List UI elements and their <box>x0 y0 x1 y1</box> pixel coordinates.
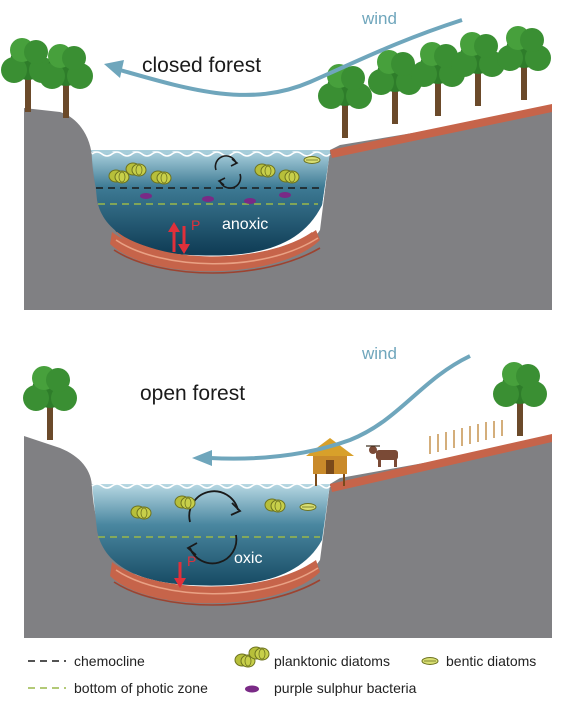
wind-label: wind <box>361 9 397 28</box>
state-label: anoxic <box>222 216 268 233</box>
soil-strip <box>330 104 552 158</box>
tree-icon <box>451 32 505 106</box>
panel-title: open forest <box>140 382 245 405</box>
legend-photic-label: bottom of photic zone <box>74 680 208 696</box>
wind-arrow <box>209 354 471 461</box>
wind-label: wind <box>361 344 397 363</box>
p-label: P <box>191 217 200 233</box>
panel-title: closed forest <box>142 54 261 77</box>
circulation-icon <box>214 155 242 189</box>
soil-strip <box>330 434 552 492</box>
planktonic-diatom <box>264 498 286 513</box>
state-label: oxic <box>234 550 262 567</box>
p-label: P <box>187 553 196 569</box>
purple-bacteria <box>279 192 291 198</box>
phosphorus-arrows <box>168 222 190 254</box>
panel-closed-forest: P anoxic wind closed forest <box>1 9 552 310</box>
bentic-diatom <box>303 156 321 164</box>
legend-planktonic-icon <box>248 646 270 661</box>
tree-icon <box>23 366 77 440</box>
water-surface <box>91 483 331 489</box>
purple-bacteria <box>202 196 214 202</box>
tree-icon <box>497 26 551 100</box>
planktonic-diatom <box>130 505 152 520</box>
legend-purple-label: purple sulphur bacteria <box>274 680 417 696</box>
planktonic-diatom <box>108 169 130 184</box>
crops-icon <box>429 420 503 454</box>
legend-purple-icon <box>245 685 259 693</box>
phosphorus-arrow <box>174 562 186 588</box>
planktonic-diatom <box>174 495 196 510</box>
tree-icon <box>368 50 422 124</box>
sediment-layers <box>110 560 320 604</box>
legend-planktonic-label: planktonic diatoms <box>274 653 390 669</box>
circulation-icon <box>186 490 242 565</box>
legend-bentic-icon <box>421 657 439 665</box>
legend: chemocline bottom of photic zone plankto… <box>28 646 536 696</box>
planktonic-diatom <box>278 169 300 184</box>
legend-bentic-label: bentic diatoms <box>446 653 536 669</box>
bentic-diatom <box>299 503 317 511</box>
left-rock <box>24 108 552 310</box>
tree-icon <box>411 42 465 116</box>
lake-water <box>92 484 330 586</box>
planktonic-diatom <box>254 163 276 178</box>
planktonic-diatom <box>150 170 172 185</box>
cattle-icon <box>366 445 398 467</box>
tree-icon <box>493 362 547 436</box>
purple-bacteria <box>140 193 152 199</box>
legend-chemocline-label: chemocline <box>74 653 145 669</box>
panel-open-forest: P oxic <box>23 344 552 638</box>
purple-bacteria <box>244 198 256 204</box>
planktonic-diatom <box>125 162 147 177</box>
wind-arrow <box>119 18 463 97</box>
